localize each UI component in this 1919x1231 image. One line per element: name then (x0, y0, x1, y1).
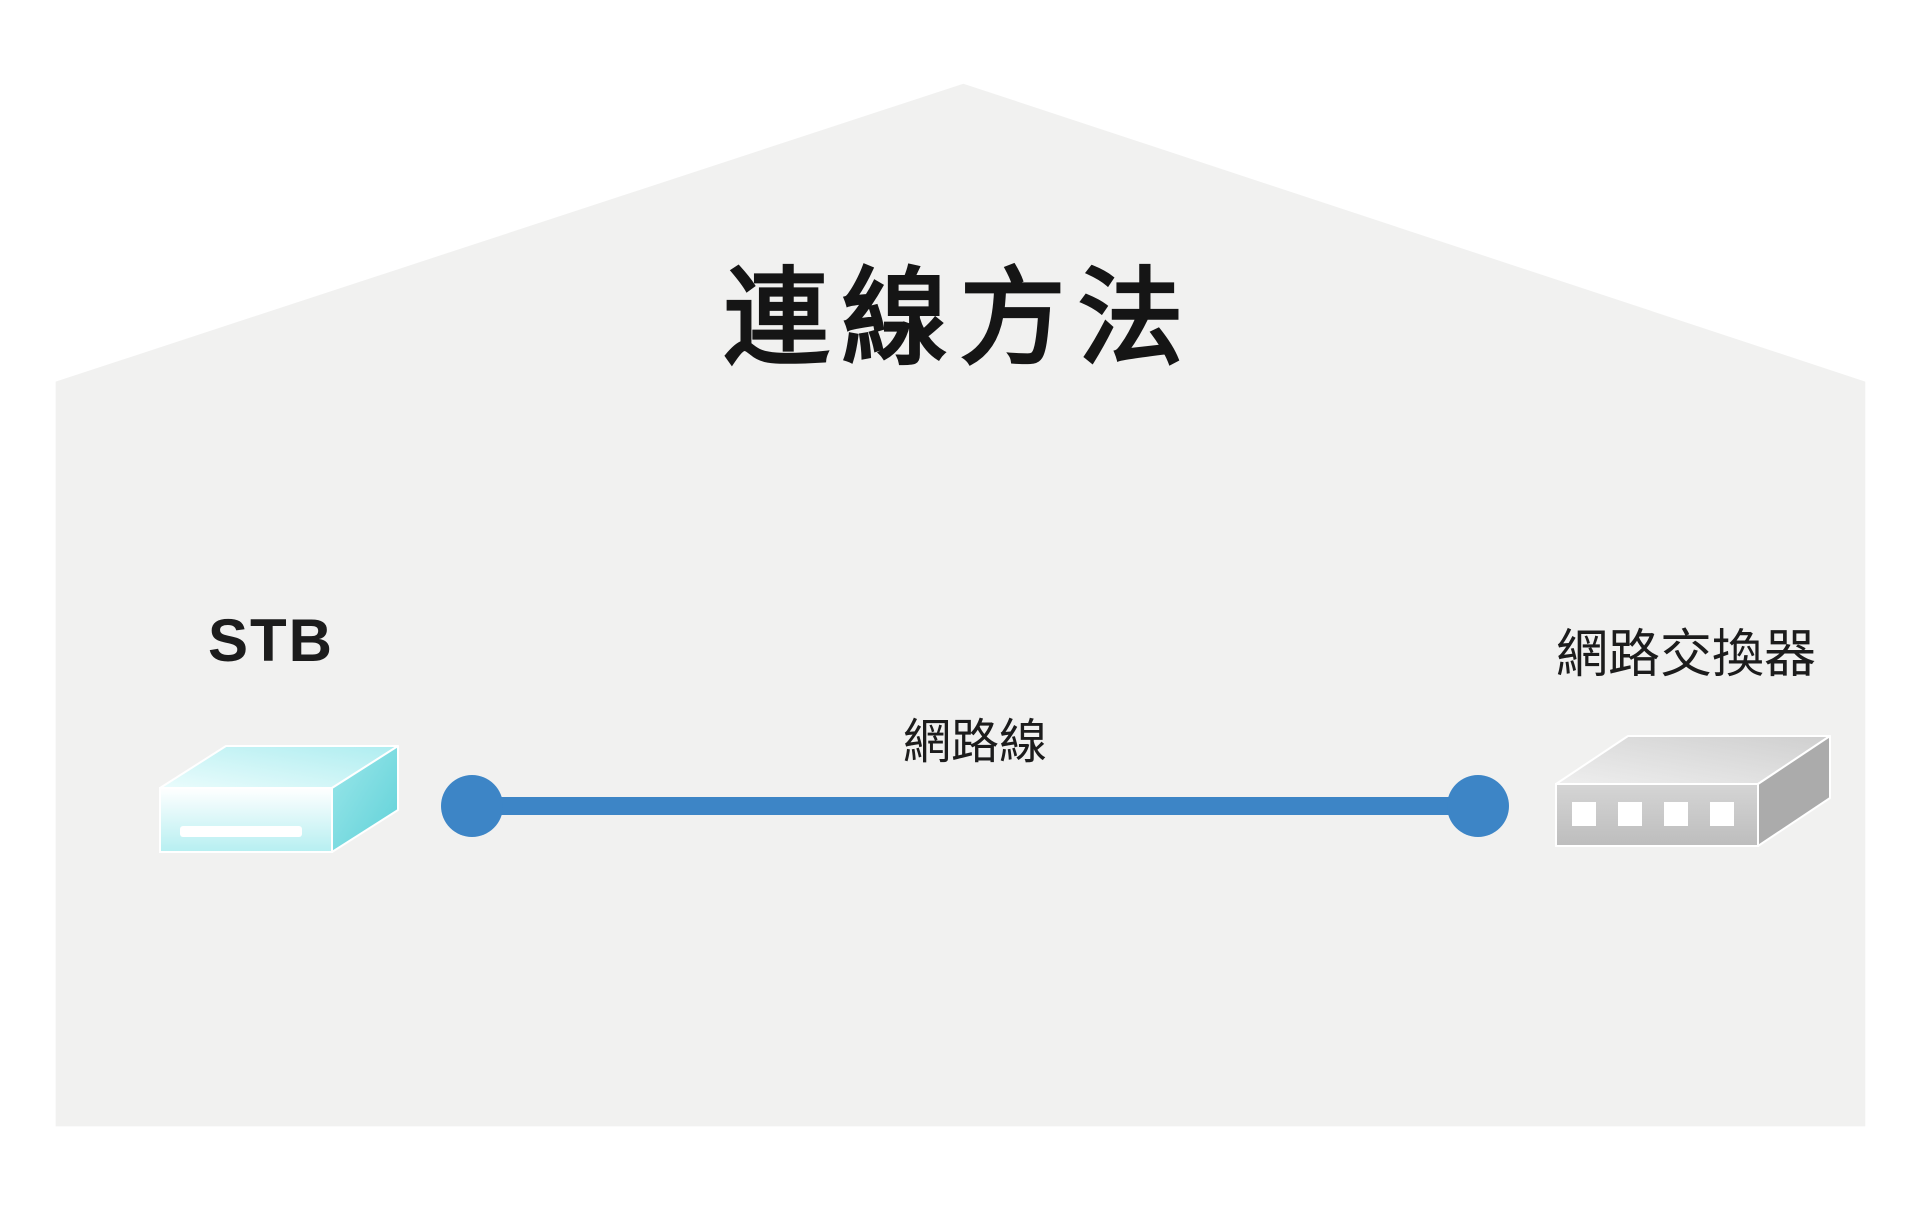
cable-endpoint-right-icon (1447, 775, 1509, 837)
stb-front-face (159, 787, 333, 853)
switch-port-icon (1572, 802, 1596, 826)
switch-port-icon (1664, 802, 1688, 826)
stb-front-slot (180, 826, 302, 837)
switch-port-icon (1710, 802, 1734, 826)
cable-endpoint-left-icon (441, 775, 503, 837)
network-cable-line (472, 797, 1478, 815)
switch-port-icon (1618, 802, 1642, 826)
switch-label: 網路交換器 (1556, 626, 1817, 684)
diagram-title: 連線方法 (723, 260, 1196, 378)
network-switch-icon (1555, 735, 1831, 847)
stb-device-icon (159, 745, 399, 853)
stb-label: STB (208, 607, 334, 674)
network-cable-label: 網路線 (902, 716, 1047, 769)
